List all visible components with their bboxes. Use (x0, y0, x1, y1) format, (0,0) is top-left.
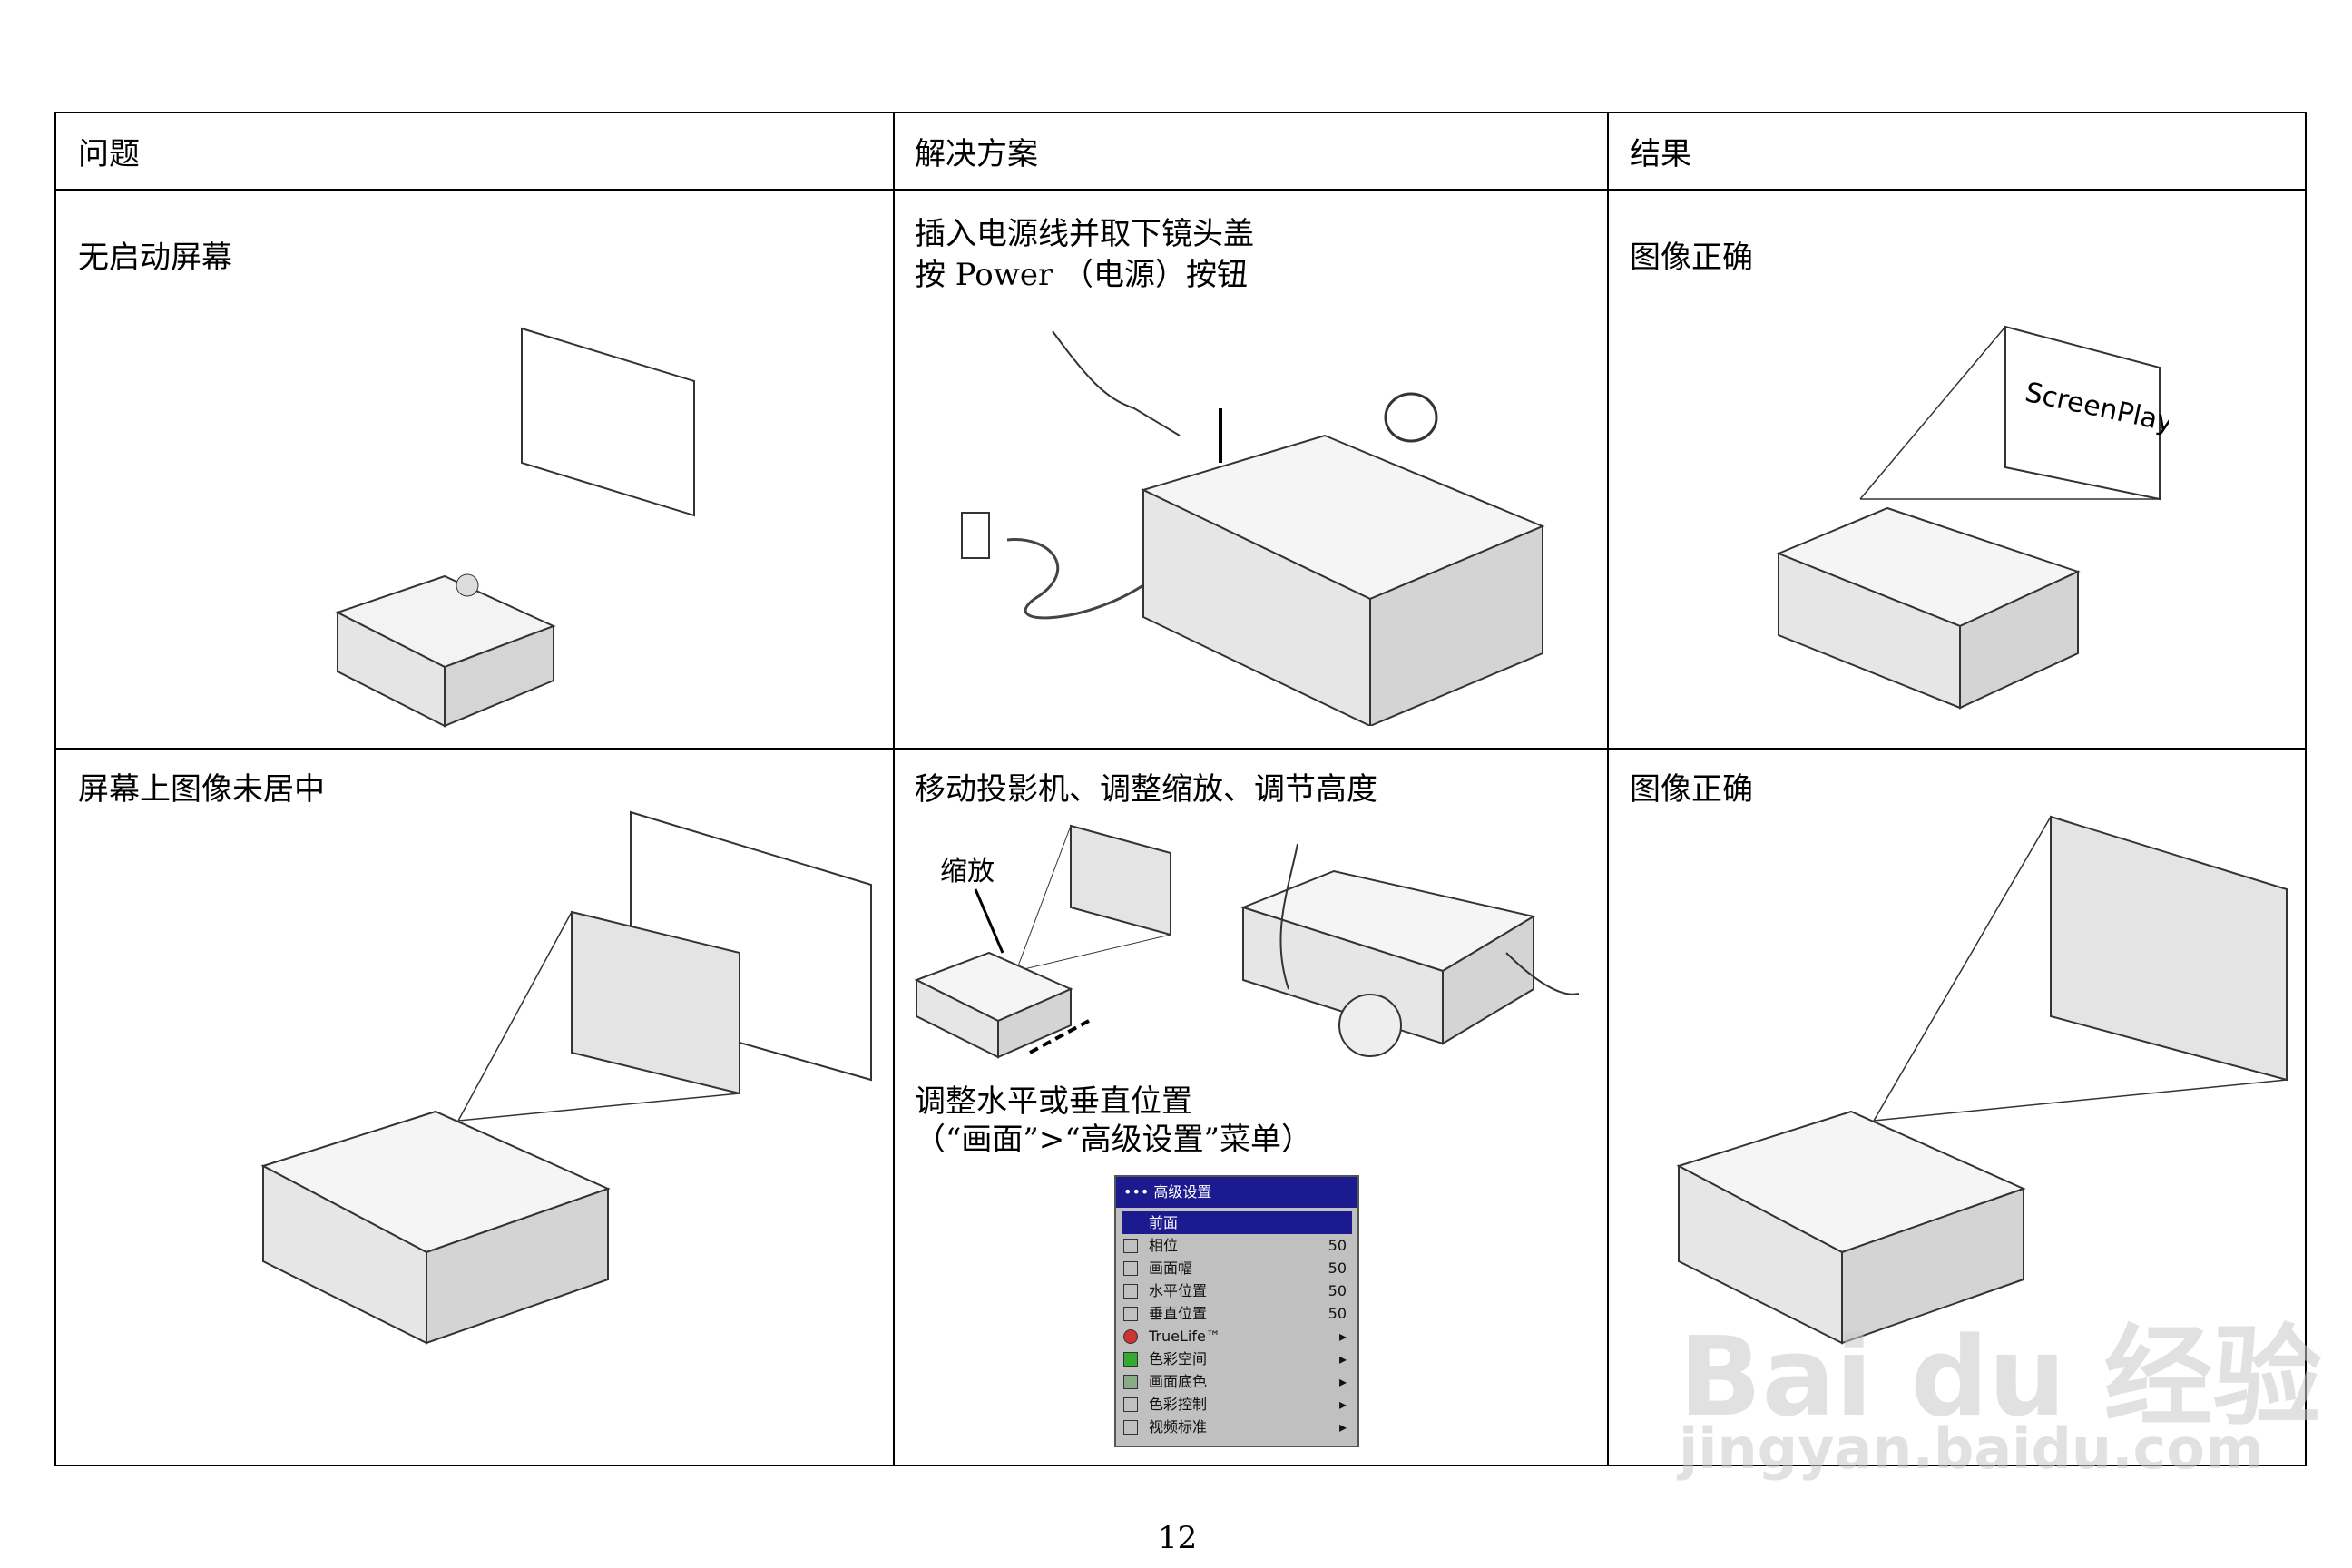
lens-icon (1338, 994, 1402, 1057)
row2-solution-line1: 调整水平或垂直位置 (915, 1083, 1192, 1120)
submenu-arrow-icon: ▸ (1338, 1350, 1347, 1367)
menu-item-label: 画面底色 (1149, 1373, 1208, 1390)
menu-item[interactable]: 相位 50 (1116, 1234, 1357, 1257)
menu-item[interactable]: 视频标准 ▸ (1116, 1416, 1357, 1438)
hand-icon (1505, 952, 1579, 995)
blank-screen-illustration (335, 327, 695, 728)
color-control-icon (1123, 1397, 1138, 1412)
submenu-arrow-icon: ▸ (1338, 1328, 1347, 1345)
tracking-icon (1123, 1261, 1138, 1276)
hand-icon (1052, 330, 1181, 436)
column-divider (1607, 113, 1609, 1465)
zoom-screen (1070, 824, 1171, 936)
watermark-url: jingyan.baidu.com (1679, 1416, 2264, 1482)
header-divider (56, 189, 2305, 191)
header-result: 结果 (1630, 136, 1691, 172)
lens-cap-icon (1384, 392, 1438, 443)
truelife-icon (1123, 1329, 1138, 1344)
menu-item-value: 50 (1328, 1282, 1347, 1299)
submenu-arrow-icon: ▸ (1338, 1396, 1347, 1413)
projector-icon (914, 951, 1073, 1059)
video-standard-icon (1123, 1420, 1138, 1435)
adjust-height-illustration (1240, 843, 1579, 1057)
submenu-arrow-icon: ▸ (1338, 1418, 1347, 1436)
row1-problem: 无启动屏幕 (78, 240, 232, 276)
row2-result: 图像正确 (1630, 771, 1753, 808)
wall-outlet-icon (961, 512, 990, 559)
page-number: 12 (1158, 1520, 1198, 1556)
vertical-position-icon (1123, 1307, 1138, 1321)
row2-solution-line2: （“画面”>“高级设置”菜单） (915, 1122, 1313, 1158)
blank-screen (521, 327, 695, 517)
projector-icon (260, 1110, 611, 1345)
zoom-label: 缩放 (940, 856, 995, 887)
menu-title-text: 高级设置 (1153, 1183, 1212, 1200)
menu-item[interactable]: 色彩空间 ▸ (1116, 1348, 1357, 1370)
projected-image (2050, 815, 2288, 1082)
power-cord (1006, 538, 1144, 620)
projector-icon (1776, 506, 2081, 710)
menu-item[interactable]: TrueLife™ ▸ (1116, 1325, 1357, 1348)
off-center-illustration (260, 810, 872, 1345)
header-solution: 解决方案 (915, 136, 1038, 172)
baidu-watermark: Bai du 经验 jingyan.baidu.com (1679, 1289, 2322, 1482)
horizontal-position-icon (1123, 1284, 1138, 1298)
projector-icon (1676, 1110, 2026, 1345)
menu-item[interactable]: 色彩控制 ▸ (1116, 1393, 1357, 1416)
zoom-pointer (974, 888, 1004, 954)
row2-problem: 屏幕上图像未居中 (78, 771, 325, 808)
menu-item-label: 垂直位置 (1149, 1305, 1208, 1322)
zoom-illustration (914, 824, 1171, 1059)
menu-item-value: 50 (1328, 1259, 1347, 1277)
menu-item[interactable]: 水平位置 50 (1116, 1279, 1357, 1302)
hand-icon (1279, 843, 1298, 990)
background-color-icon (1123, 1375, 1138, 1389)
move-arrow (1029, 1019, 1090, 1054)
header-problem: 问题 (78, 136, 140, 172)
menu-item-label: 色彩空间 (1149, 1350, 1208, 1367)
menu-item[interactable]: 画面底色 ▸ (1116, 1370, 1357, 1393)
centered-image-illustration (1676, 815, 2288, 1345)
menu-item-label: 色彩控制 (1149, 1396, 1208, 1413)
menu-item-label: 视频标准 (1149, 1418, 1208, 1436)
row1-result: 图像正确 (1630, 240, 1753, 276)
row-divider (56, 748, 2305, 750)
color-space-icon (1123, 1352, 1138, 1367)
submenu-arrow-icon: ▸ (1338, 1373, 1347, 1390)
projector-icon (335, 573, 556, 728)
menu-item[interactable]: 垂直位置 50 (1116, 1302, 1357, 1325)
menu-item-label: TrueLife™ (1149, 1328, 1220, 1345)
row1-solution-line2: 按 Power （电源）按钮 (915, 257, 1249, 293)
column-divider (893, 113, 895, 1465)
power-on-illustration (961, 330, 1545, 726)
row1-solution-line1: 插入电源线并取下镜头盖 (915, 216, 1254, 252)
advanced-settings-menu: ••• 高级设置 前面 相位 50 画面幅 50 水平位置 50 垂直位置 50 Tru… (1114, 1175, 1359, 1447)
menu-item-label: 画面幅 (1149, 1259, 1193, 1277)
menu-item[interactable]: 画面幅 50 (1116, 1257, 1357, 1279)
menu-item-label: 前面 (1149, 1214, 1179, 1231)
projector-icon (1141, 434, 1545, 726)
menu-item-label: 相位 (1149, 1237, 1179, 1254)
menu-item-value: 50 (1328, 1237, 1347, 1254)
row2-solution-title: 移动投影机、调整缩放、调节高度 (915, 771, 1377, 808)
menu-title: ••• 高级设置 (1116, 1177, 1357, 1208)
watermark-logo: Bai du 经验 (1679, 1315, 2322, 1441)
menu-item-label: 水平位置 (1149, 1282, 1208, 1299)
phase-icon (1123, 1239, 1138, 1253)
correct-image-illustration: ScreenPlay (1776, 325, 2169, 710)
menu-item-value: 50 (1328, 1305, 1347, 1322)
menu-item[interactable]: 前面 (1122, 1211, 1352, 1234)
troubleshooting-table: 问题 解决方案 结果 无启动屏幕 插入电源线并取下镜头盖 按 Power （电源… (54, 112, 2307, 1466)
